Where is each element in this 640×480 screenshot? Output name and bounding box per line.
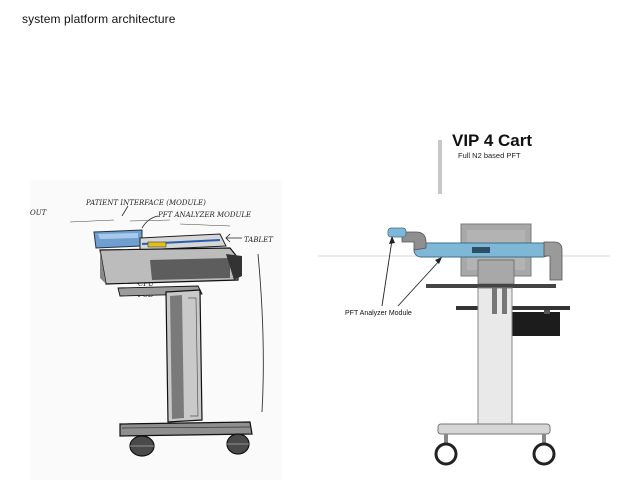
cart-subtitle: Full N2 based PFT <box>458 151 521 160</box>
sketch-wheel-axle <box>130 443 249 447</box>
callout-arrow-2 <box>397 259 441 307</box>
cart-wheel-left <box>434 442 458 466</box>
sketch-column-shade <box>170 295 184 419</box>
sketch-tray-end <box>226 254 242 280</box>
lower-shelf <box>456 306 570 310</box>
sketch-leader-tablet <box>225 233 242 243</box>
column-rod-2 <box>502 288 507 314</box>
pft-analyzer-callout: PFT Analyzer Module <box>345 310 412 317</box>
wheel-stem-right <box>542 434 546 444</box>
callout-arrow-1 <box>381 239 393 307</box>
sketch-analyzer-display <box>147 241 167 248</box>
cart-title: VIP 4 Cart <box>452 131 533 150</box>
sketch-base <box>119 421 253 437</box>
sketch-label-patient-interface: PATIENT INTERFACE (MODULE) <box>85 199 206 207</box>
patient-interface <box>387 227 407 238</box>
sketch-label-cpu: CPU <box>138 280 155 288</box>
analyzer-display <box>472 247 490 253</box>
sketch-tray-side <box>100 250 106 284</box>
support-block <box>477 259 515 285</box>
sketch-guideline <box>69 219 231 227</box>
keyboard-tray <box>426 284 556 288</box>
wheel-stem-left <box>444 434 448 444</box>
title-accent-bar <box>438 140 442 194</box>
page-title: system platform architecture <box>22 12 176 26</box>
analyzer-elbow-left <box>401 231 427 251</box>
sketch-drawing: OUT PATIENT INTERFACE (MODULE) PFT ANALY… <box>30 180 282 480</box>
cart-wheel-right <box>532 442 556 466</box>
sketch-column-hatch <box>188 297 199 417</box>
cart-base <box>437 423 551 435</box>
side-box-handle <box>544 310 550 314</box>
side-storage-box <box>510 312 560 336</box>
sketch-label-tablet: TABLET <box>244 236 274 244</box>
callout-arrowhead-2 <box>435 257 442 264</box>
analyzer-elbow-right <box>543 241 563 281</box>
sketch-tray-shadow <box>150 258 230 280</box>
sketch-label-pft-analyzer: PFT ANALYZER MODULE <box>157 211 251 219</box>
sketch-patient-interface <box>93 229 143 249</box>
cart-render <box>318 120 640 480</box>
column-rod <box>492 288 497 314</box>
callout-arrowhead-1 <box>389 236 395 244</box>
cart-render-drawing <box>318 140 610 466</box>
sketch-leader-patient <box>121 205 129 217</box>
sketch-base-line <box>121 426 251 429</box>
sketch-label-left-edge: OUT <box>30 209 48 217</box>
sketch-leader-analyzer <box>141 215 159 229</box>
concept-sketch: OUT PATIENT INTERFACE (MODULE) PFT ANALY… <box>30 180 282 480</box>
sketch-dimension-line <box>257 253 264 413</box>
sketch-patient-highlight <box>98 233 138 239</box>
